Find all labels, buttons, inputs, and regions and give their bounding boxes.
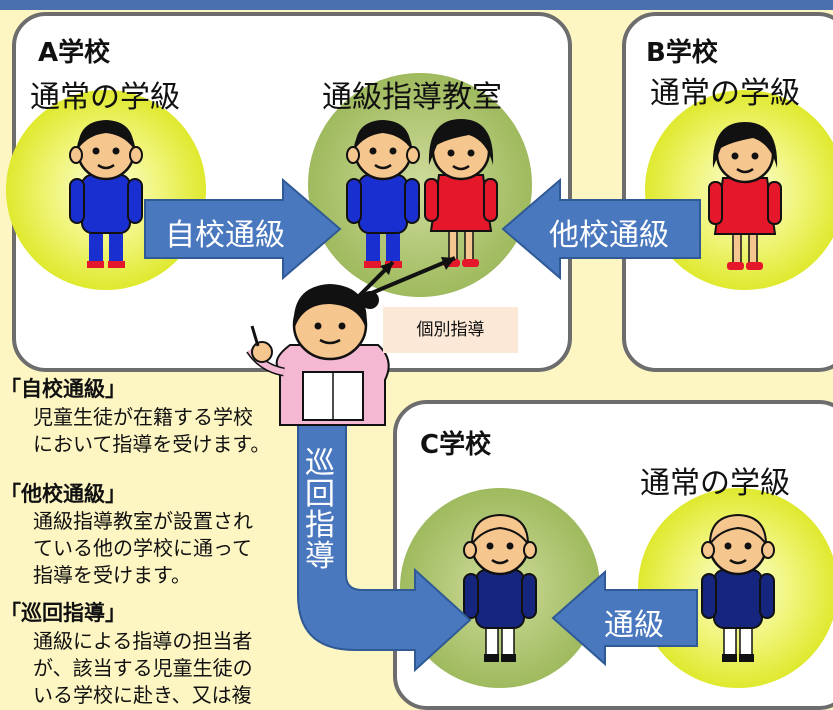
arrow-jiko [144, 177, 342, 281]
school-c-class-label: 通常の学級 [640, 466, 790, 501]
arrow-tako-label: 他校通級 [549, 218, 669, 253]
note-jiko-heading: 「自校通級」 [0, 377, 126, 401]
tsukyu-room-label: 通級指導教室 [322, 80, 502, 115]
school-a-name: A学校 [38, 38, 111, 68]
school-c-name: C学校 [420, 430, 492, 460]
school-a-class-label: 通常の学級 [30, 80, 180, 115]
arrow-tsukyu [551, 569, 698, 667]
arrow-tako [501, 177, 701, 281]
school-b-class-label: 通常の学級 [650, 76, 800, 111]
school-b-name: B学校 [646, 38, 718, 68]
note-junkai-heading: 「巡回指導」 [0, 601, 126, 625]
arrow-junkai-label: 巡回指導 [305, 446, 335, 574]
arrow-jiko-label: 自校通級 [165, 218, 285, 253]
arrow-tsukyu-label: 通級 [604, 608, 664, 643]
arrow-junkai [297, 419, 472, 673]
note-tako-body: 通級指導教室が設置され ている他の学校に通って 指導を受けます。 [33, 509, 253, 587]
kobetsu-label: 個別指導 [383, 307, 518, 353]
top-accent-bar [0, 0, 833, 10]
teacher-figure [246, 284, 390, 426]
note-tako-heading: 「他校通級」 [0, 482, 126, 506]
note-junkai-body: 通級による指導の担当者 が、該当する児童生徒の いる学校に赴き、又は複 [33, 629, 253, 707]
note-jiko-body: 児童生徒が在籍する学校 において指導を受けます。 [33, 405, 271, 456]
